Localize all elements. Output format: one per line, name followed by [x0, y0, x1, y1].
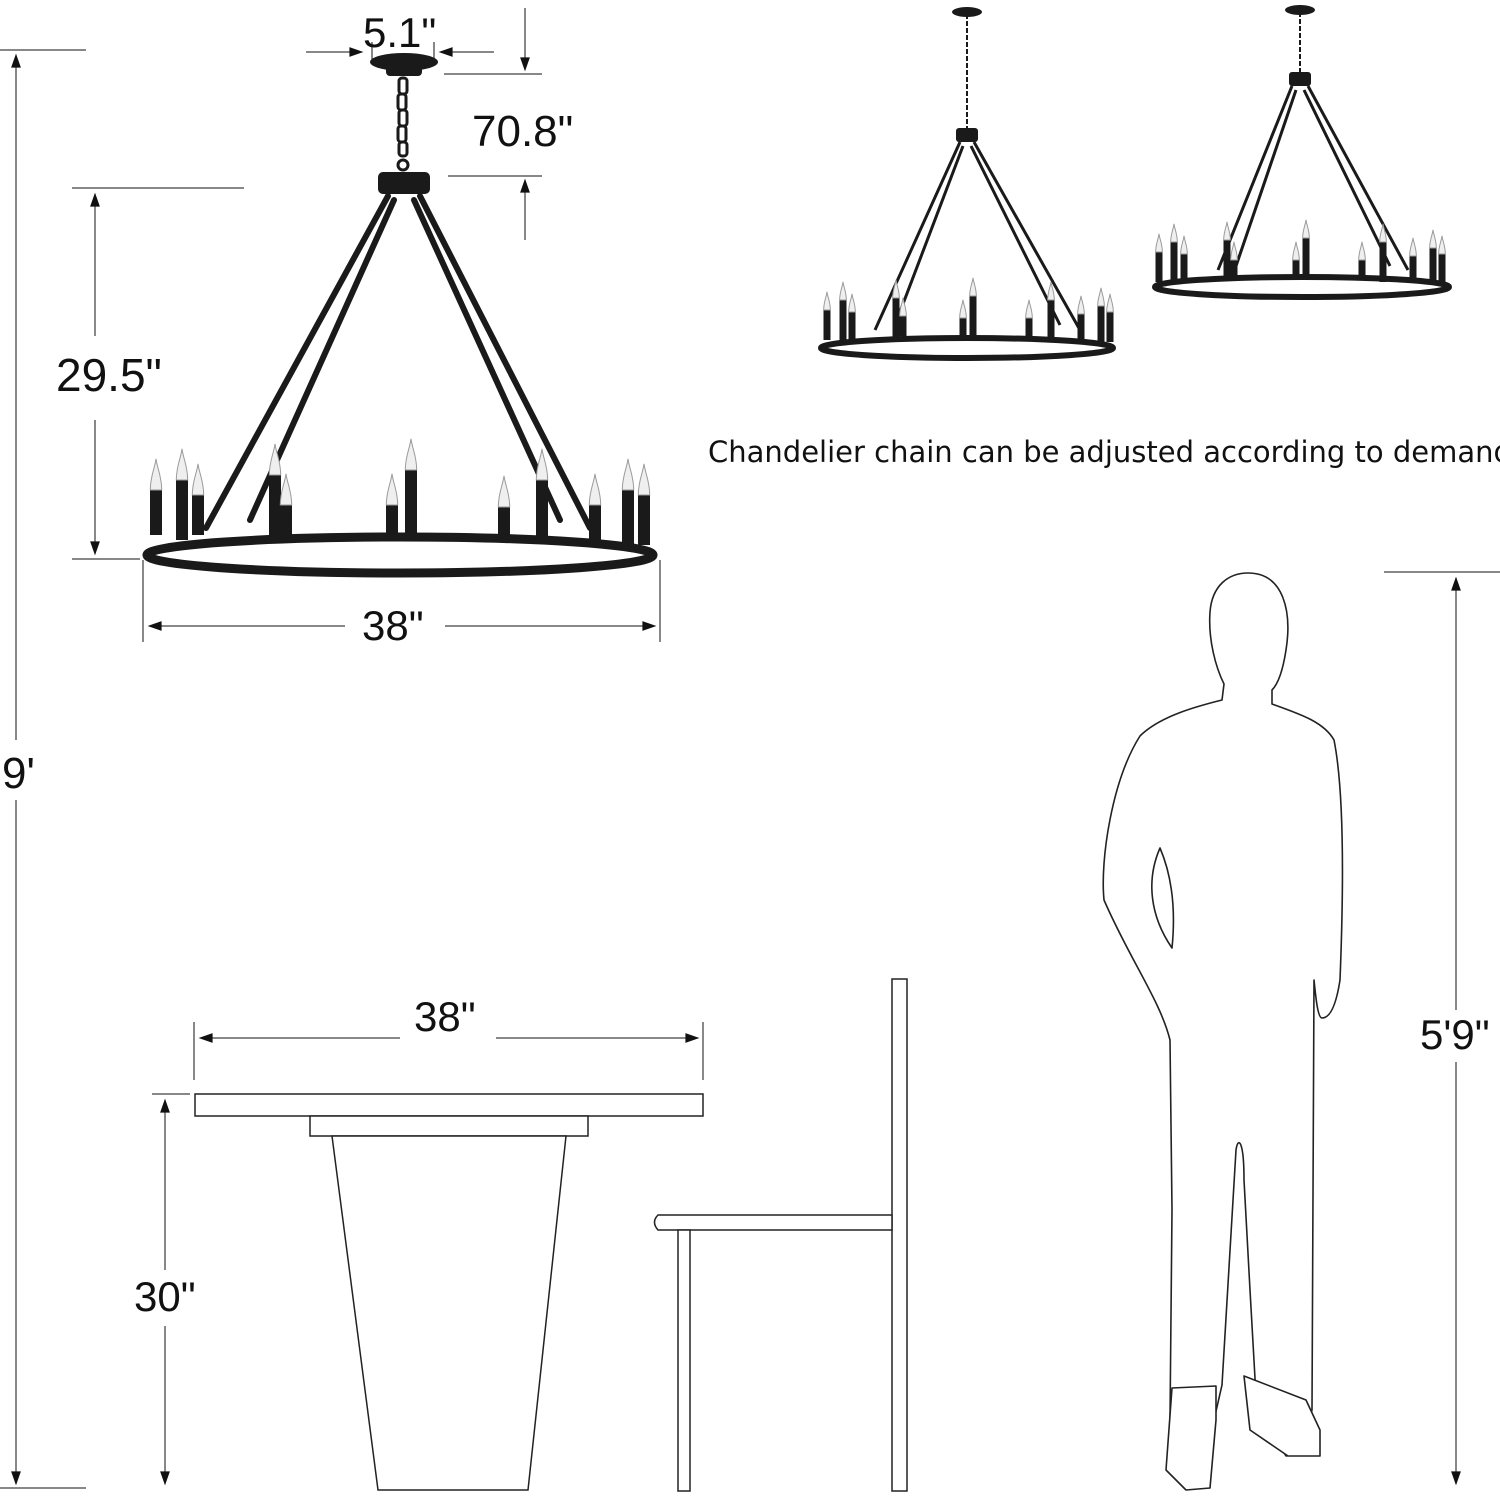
table-height-dimension [152, 1093, 190, 1486]
table-width-label: 38" [414, 993, 476, 1040]
candle-small1-12 [1106, 293, 1114, 342]
candle-large-12 [637, 463, 651, 545]
fixture-height-label: 29.5" [56, 349, 162, 401]
candle-small1-2 [839, 281, 847, 340]
candle-small1-9 [1047, 281, 1055, 340]
chain-adjust-caption: Chandelier chain can be adjusted accordi… [708, 435, 1500, 469]
candle-small1-8 [1025, 299, 1033, 338]
chair-outline [653, 978, 908, 1492]
candle-small2-8 [1358, 241, 1366, 280]
candle-small1-3 [848, 293, 856, 340]
person-height-label: 5'9" [1420, 1011, 1490, 1058]
fixture-width-label: 38" [362, 602, 424, 649]
candle-large-11 [621, 458, 635, 545]
candle-small1-1 [823, 291, 831, 340]
canopy-width-label: 5.1" [363, 9, 437, 56]
table-outline [194, 1093, 704, 1491]
candle-large-9 [535, 448, 549, 540]
candle-large-5 [279, 473, 293, 535]
candle-small1-10 [1077, 295, 1085, 340]
candle-small1-11 [1097, 287, 1105, 342]
candle-large-3 [191, 463, 205, 535]
candle-small2-12 [1438, 235, 1446, 284]
canopy-width-dimension [306, 42, 494, 60]
candle-small1-7 [959, 299, 967, 336]
candle-large-8 [497, 475, 511, 535]
ceiling-height-label: 9' [2, 749, 35, 798]
chain-length-label: 70.8" [472, 107, 574, 156]
candle-small1-5 [899, 297, 907, 336]
candle-small2-1 [1155, 233, 1163, 282]
candle-large-1 [149, 458, 163, 535]
person-outline [1102, 572, 1344, 1491]
candle-small1-6 [969, 277, 977, 336]
candle-small2-3 [1180, 235, 1188, 282]
fixture-width-dimension [142, 560, 661, 642]
table-width-dimension [193, 1022, 704, 1080]
candle-small2-10 [1409, 237, 1417, 282]
candle-large-2 [175, 448, 189, 540]
chandelier-short-chain [818, 7, 1116, 361]
candle-small2-9 [1379, 223, 1387, 282]
chandelier-large [142, 53, 658, 578]
candle-large-10 [588, 473, 602, 540]
table-height-label: 30" [134, 1273, 196, 1320]
candle-small2-11 [1429, 229, 1437, 284]
chain-length-dimension [444, 8, 542, 240]
candle-large-6 [385, 473, 399, 535]
fixture-height-dimension [72, 187, 244, 560]
candle-small2-4 [1223, 221, 1231, 280]
chandelier-long-chain [1152, 5, 1452, 300]
candle-small2-5 [1230, 241, 1238, 280]
ceiling-height-dimension [0, 49, 86, 1489]
candle-small2-2 [1170, 223, 1178, 282]
candle-small2-7 [1292, 241, 1300, 278]
candle-large-7 [404, 438, 418, 535]
person-height-dimension [1384, 571, 1500, 1486]
candle-small2-6 [1302, 219, 1310, 278]
candle-small1-4 [892, 279, 900, 338]
candle-large-4 [268, 443, 282, 535]
